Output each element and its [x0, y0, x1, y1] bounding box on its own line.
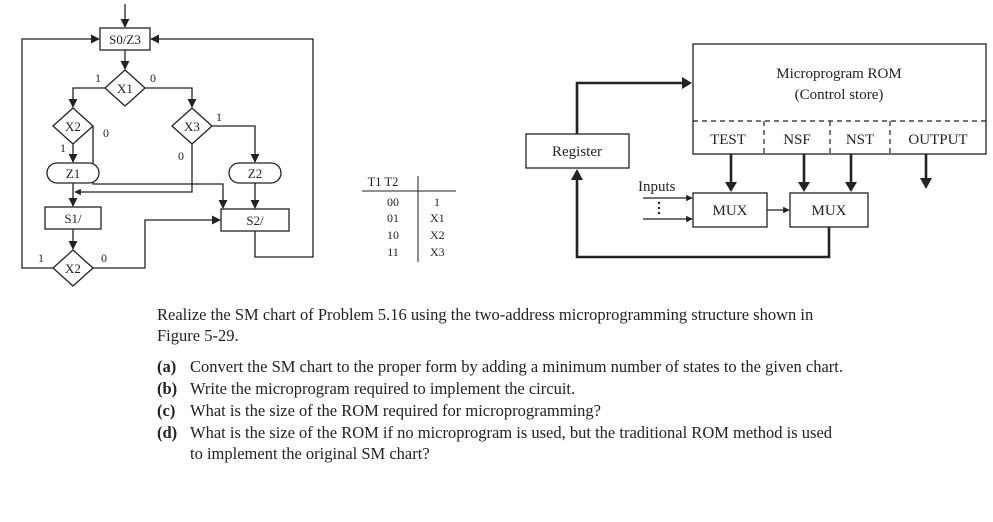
x2b-false-label: 0	[101, 251, 107, 265]
table-row-value: X3	[430, 245, 445, 259]
problem-item-d: (d) What is the size of the ROM if no mic…	[157, 422, 847, 464]
x3-false-label: 0	[178, 149, 184, 163]
problem-intro: Realize the SM chart of Problem 5.16 usi…	[157, 305, 814, 345]
decision-x1	[104, 69, 146, 107]
item-text: Convert the SM chart to the proper form …	[190, 357, 843, 376]
mux-label-right: MUX	[811, 203, 846, 219]
item-tag: (b)	[157, 379, 178, 398]
table-row-code: 00	[387, 195, 399, 209]
microprogram-block-diagram: Microprogram ROM (Control store) TEST NS…	[525, 43, 987, 259]
figure-diagrams: S0/Z3 X1 1 0 X2 1 0 X3 1 0 Z1	[21, 4, 987, 287]
state-label-s2: S2/	[246, 213, 264, 228]
output-label-z1: Z1	[66, 166, 80, 181]
item-tag: (d)	[157, 423, 178, 442]
x1-false-label: 0	[150, 71, 156, 85]
decision-x2-bottom	[52, 249, 94, 287]
test-code-table: T1 T2 00 1 01 X1 10 X2 11 X3	[362, 175, 456, 262]
item-text: Write the microprogram required to imple…	[190, 379, 576, 398]
x2b-true-label: 1	[38, 251, 44, 265]
problem-item-b: (b) Write the microprogram required to im…	[157, 378, 847, 399]
item-tag: (c)	[157, 401, 176, 420]
rom-box	[692, 43, 987, 155]
table-row-code: 01	[387, 211, 399, 225]
rom-title: Microprogram ROM	[776, 66, 901, 82]
table-row-code: 10	[387, 228, 399, 242]
table-row-code: 11	[387, 245, 399, 259]
decision-label-x3: X3	[184, 119, 200, 134]
table-row-value: 1	[434, 195, 440, 209]
problem-list: (a) Convert the SM chart to the proper fo…	[157, 356, 847, 464]
decision-label-x1: X1	[117, 81, 133, 96]
x2-true-label: 1	[60, 141, 66, 155]
rom-field-test: TEST	[710, 132, 746, 148]
inputs-ellipsis-icon	[657, 201, 661, 215]
mux-label-left: MUX	[712, 203, 747, 219]
problem-statement: Realize the SM chart of Problem 5.16 usi…	[157, 304, 847, 465]
mux-box-right	[789, 192, 869, 228]
rom-subtitle: (Control store)	[795, 87, 884, 103]
register-label: Register	[552, 144, 602, 160]
table-row-value: X2	[430, 228, 445, 242]
register-box	[525, 133, 630, 169]
x1-true-label: 1	[95, 71, 101, 85]
state-label-s0: S0/Z3	[109, 32, 141, 47]
rom-field-nst: NST	[846, 132, 874, 148]
rom-field-output: OUTPUT	[908, 132, 967, 148]
item-text: What is the size of the ROM required for…	[190, 401, 602, 420]
table-header: T1 T2	[368, 175, 399, 189]
problem-item-c: (c) What is the size of the ROM required …	[157, 400, 847, 421]
problem-item-a: (a) Convert the SM chart to the proper fo…	[157, 356, 847, 377]
state-label-s1: S1/	[64, 211, 82, 226]
sm-chart: S0/Z3 X1 1 0 X2 1 0 X3 1 0 Z1	[21, 4, 314, 287]
mux-box-left	[692, 192, 768, 228]
inputs-label: Inputs	[638, 179, 676, 195]
decision-label-x2-bottom: X2	[65, 261, 81, 276]
table-row-value: X1	[430, 211, 445, 225]
x3-true-label: 1	[216, 110, 222, 124]
item-text: What is the size of the ROM if no microp…	[190, 423, 833, 463]
decision-label-x2-top: X2	[65, 119, 81, 134]
output-label-z2: Z2	[248, 166, 262, 181]
x2-false-label: 0	[103, 126, 109, 140]
item-tag: (a)	[157, 357, 177, 376]
rom-field-nsf: NSF	[783, 132, 811, 148]
